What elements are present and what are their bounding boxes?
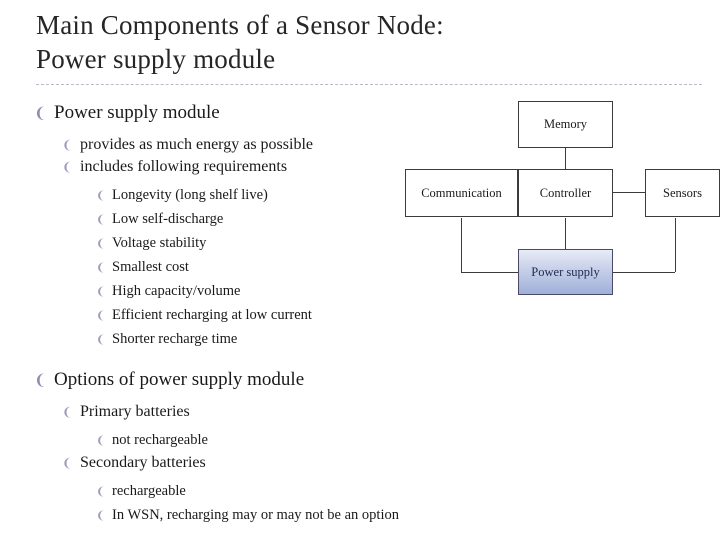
- list-item-label: Smallest cost: [112, 259, 189, 275]
- diagram-node-controller-label: Controller: [539, 185, 592, 200]
- list-item-label: High capacity/volume: [112, 283, 241, 299]
- connector-sensors-power-v: [675, 218, 676, 272]
- diagram-node-communication-label: Communication: [421, 185, 502, 200]
- sensor-node-diagram: Memory Communication Controller Sensors …: [395, 95, 720, 310]
- bullet-icon: ❨: [96, 214, 106, 226]
- list-item: ❨ Longevity (long shelf live): [96, 183, 454, 207]
- diagram-node-power-supply-label: Power supply: [531, 264, 600, 279]
- diagram-node-memory: Memory: [518, 101, 613, 148]
- list-item: ❨ Primary batteries: [62, 401, 454, 423]
- list-item: ❨ Smallest cost: [96, 255, 454, 279]
- list-item-label: Primary batteries: [80, 403, 190, 420]
- list-item: ❨ In WSN, recharging may or may not be a…: [96, 503, 454, 527]
- bullet-icon: ❨: [96, 190, 106, 202]
- bullet-icon: ❨: [96, 486, 106, 498]
- bullet-icon: ❨: [96, 310, 106, 322]
- diagram-node-memory-label: Memory: [543, 117, 588, 131]
- connector-controller-power: [565, 218, 566, 249]
- list-item-label: rechargeable: [112, 483, 186, 499]
- bullet-icon: ❨: [62, 405, 73, 419]
- bullet-icon: ❨: [62, 138, 73, 152]
- bullet-icon: ❨: [62, 160, 73, 174]
- list-item: ❨ Options of power supply module: [34, 367, 454, 393]
- bullet-icon: ❨: [96, 238, 106, 250]
- list-item-label: Secondary batteries: [80, 454, 206, 471]
- bullet-icon: ❨: [96, 510, 106, 522]
- list-item-label: Longevity (long shelf live): [112, 187, 268, 203]
- list-item-label: Shorter recharge time: [112, 331, 238, 347]
- list-item-label: Efficient recharging at low current: [112, 307, 312, 323]
- list-item-label: Low self-discharge: [112, 211, 224, 227]
- bullet-icon: ❨: [96, 435, 106, 447]
- diagram-node-communication: Communication: [405, 169, 518, 217]
- bullet-list: ❨ Power supply module ❨ provides as much…: [34, 98, 454, 527]
- diagram-node-sensors: Sensors: [645, 169, 720, 217]
- list-item-label: Options of power supply module: [54, 369, 305, 390]
- list-item: ❨ Efficient recharging at low current: [96, 303, 454, 327]
- connector-communication-power-v: [461, 218, 462, 272]
- list-item: ❨ Power supply module: [34, 100, 454, 126]
- bullet-icon: ❨: [96, 262, 106, 274]
- list-item-label: In WSN, recharging may or may not be an …: [112, 507, 399, 523]
- list-item: ❨ provides as much energy as possible: [62, 134, 454, 156]
- list-item-label: not rechargeable: [112, 432, 208, 448]
- list-item-label: provides as much energy as possible: [80, 136, 313, 153]
- title-divider: [36, 84, 702, 85]
- connector-controller-sensors: [595, 192, 645, 193]
- diagram-node-power-supply: Power supply: [518, 249, 613, 295]
- title-line-1: Main Components of a Sensor Node:: [36, 10, 444, 40]
- list-item: ❨ Low self-discharge: [96, 207, 454, 231]
- bullet-icon: ❨: [96, 286, 106, 298]
- list-item: ❨ Voltage stability: [96, 231, 454, 255]
- list-item: ❨ High capacity/volume: [96, 279, 454, 303]
- bullet-icon: ❨: [96, 334, 106, 346]
- list-item: ❨ Secondary batteries: [62, 452, 454, 474]
- list-item: ❨ Shorter recharge time: [96, 327, 454, 351]
- list-item-label: includes following requirements: [80, 158, 288, 175]
- connector-communication-power-h: [461, 272, 536, 273]
- list-item: ❨ includes following requirements: [62, 156, 454, 178]
- page-title: Main Components of a Sensor Node: Power …: [36, 8, 696, 76]
- list-item-label: Voltage stability: [112, 235, 207, 251]
- title-line-2: Power supply module: [36, 44, 276, 74]
- connector-sensors-power-h: [595, 272, 675, 273]
- diagram-node-controller: Controller: [518, 169, 613, 217]
- list-item: ❨ not rechargeable: [96, 428, 454, 452]
- bullet-icon: ❨: [34, 106, 47, 122]
- bullet-icon: ❨: [34, 373, 47, 389]
- list-item: ❨ rechargeable: [96, 479, 454, 503]
- bullet-icon: ❨: [62, 456, 73, 470]
- list-item-label: Power supply module: [54, 102, 220, 123]
- diagram-node-sensors-label: Sensors: [663, 185, 702, 200]
